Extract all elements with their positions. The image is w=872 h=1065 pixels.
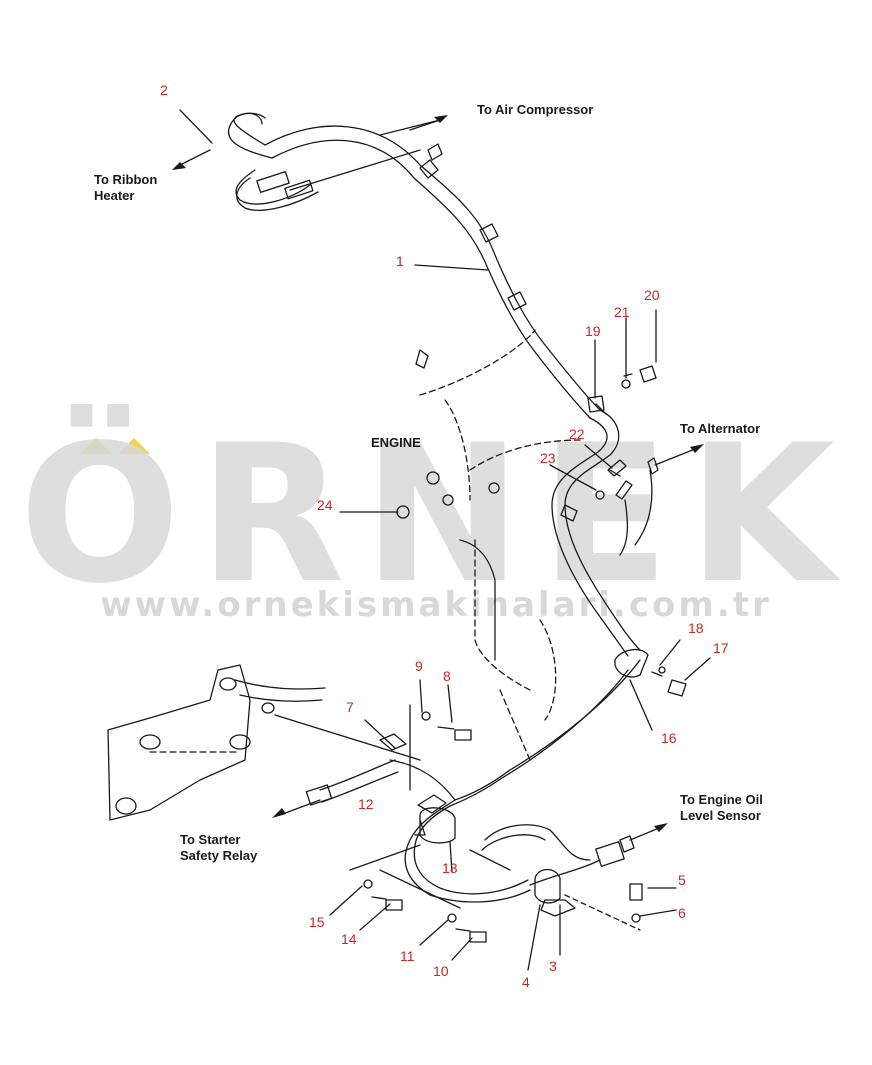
- label-to-engine-oil-level-sensor: To Engine Oil Level Sensor: [680, 792, 763, 823]
- watermark-accent: [80, 438, 156, 459]
- callout-15: 15: [309, 914, 325, 930]
- arrows: [172, 115, 704, 832]
- label-to-starter-safety-relay: To Starter Safety Relay: [180, 832, 258, 863]
- watermark-accent-dot: [80, 438, 112, 454]
- fasteners: [363, 365, 687, 943]
- label-to-alternator: To Alternator: [680, 421, 761, 436]
- callout-19: 19: [585, 323, 601, 339]
- callout-22: 22: [569, 426, 585, 442]
- harness-main-middle: [551, 395, 659, 678]
- label-to-ribbon-heater: To Ribbon Heater: [94, 172, 158, 203]
- callout-14: 14: [341, 931, 357, 947]
- callout-1: 1: [396, 253, 404, 269]
- callout-20: 20: [644, 287, 660, 303]
- engine-outline: [419, 329, 581, 761]
- callout-9: 9: [415, 658, 423, 674]
- callout-23: 23: [540, 450, 556, 466]
- arrow-line-starter: [279, 799, 321, 816]
- callout-24: 24: [317, 497, 333, 513]
- harness-main-lower: [305, 659, 641, 917]
- callout-12: 12: [358, 796, 374, 812]
- callout-17: 17: [713, 640, 729, 656]
- harness-main-top: [227, 112, 601, 419]
- callout-18: 18: [688, 620, 704, 636]
- watermark-accent-dot: [118, 438, 150, 454]
- label-engine: ENGINE: [371, 435, 421, 450]
- callout-10: 10: [433, 963, 449, 979]
- callout-11: 11: [400, 948, 415, 964]
- callout-4: 4: [522, 974, 530, 990]
- callout-6: 6: [678, 905, 686, 921]
- callout-5: 5: [678, 872, 686, 888]
- leaders: [329, 309, 711, 971]
- callout-13: 13: [442, 860, 458, 876]
- callout-2: 2: [160, 82, 168, 98]
- callout-8: 8: [443, 668, 451, 684]
- leader-1: [414, 264, 489, 271]
- engine-block-left: [107, 664, 421, 821]
- arrow-line-oil: [629, 825, 665, 841]
- label-to-air-compressor: To Air Compressor: [477, 102, 594, 117]
- arrow-line-alternator: [654, 446, 701, 466]
- watermark-url: www.ornekismakinalari.com.tr: [100, 585, 772, 625]
- arrow-line-ribbon: [179, 149, 211, 166]
- callout-3: 3: [549, 958, 557, 974]
- engine-part: [415, 349, 429, 369]
- arrow-line-air: [409, 119, 441, 131]
- leader-2: [179, 109, 213, 144]
- watermark-brand: ÖRNEK: [19, 404, 853, 625]
- callout-21: 21: [614, 304, 630, 320]
- callout-16: 16: [661, 730, 677, 746]
- engine-bracket: [459, 539, 496, 661]
- callout-7: 7: [346, 699, 354, 715]
